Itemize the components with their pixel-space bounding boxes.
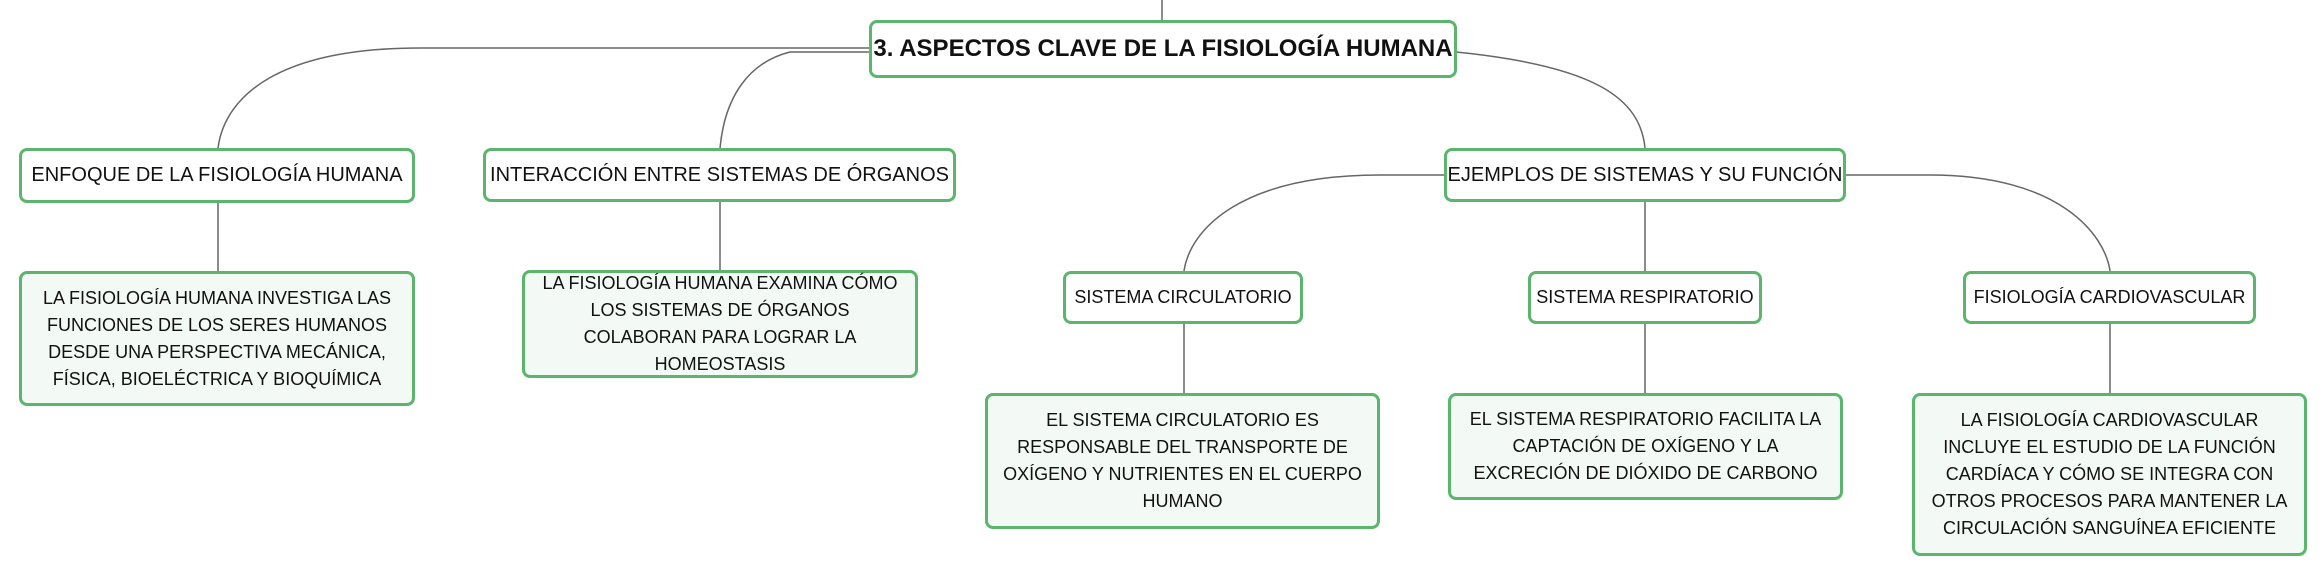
edge-ejemplos-to-circulatorio bbox=[1183, 174, 1445, 272]
fisiologia-cardiovascular-label: FISIOLOGÍA CARDIOVASCULAR bbox=[1973, 287, 2246, 307]
branch-interaccion-label: INTERACCIÓN ENTRE SISTEMAS DE ÓRGANOS bbox=[490, 163, 949, 186]
enfoque-detail-text: LA FISIOLOGÍA HUMANA INVESTIGA LAS FUNCI… bbox=[42, 287, 392, 389]
branch-enfoque-label: ENFOQUE DE LA FISIOLOGÍA HUMANA bbox=[31, 164, 403, 186]
branch-ejemplos-label: EJEMPLOS DE SISTEMAS Y SU FUNCIÓN bbox=[1447, 163, 1843, 186]
sistema-circulatorio-label: SISTEMA CIRCULATORIO bbox=[1074, 287, 1292, 307]
cardiovascular-detail-text: LA FISIOLOGÍA CARDIOVASCULAR INCLUYE EL … bbox=[1931, 410, 2288, 538]
node-fisiologia-cardiovascular[interactable]: FISIOLOGÍA CARDIOVASCULAR bbox=[1963, 271, 2256, 324]
interaccion-detail-text: LA FISIOLOGÍA HUMANA EXAMINA CÓMO LOS SI… bbox=[542, 273, 898, 374]
respiratorio-detail[interactable]: EL SISTEMA RESPIRATORIO FACILITA LA CAPT… bbox=[1448, 393, 1843, 500]
enfoque-detail[interactable]: LA FISIOLOGÍA HUMANA INVESTIGA LAS FUNCI… bbox=[19, 271, 415, 406]
respiratorio-detail-text: EL SISTEMA RESPIRATORIO FACILITA LA CAPT… bbox=[1469, 409, 1822, 483]
circulatorio-detail-text: EL SISTEMA CIRCULATORIO ES RESPONSABLE D… bbox=[1003, 410, 1362, 511]
sistema-respiratorio-label: SISTEMA RESPIRATORIO bbox=[1536, 287, 1754, 307]
edge-root-to-ejemplos bbox=[1455, 51, 1646, 149]
interaccion-detail[interactable]: LA FISIOLOGÍA HUMANA EXAMINA CÓMO LOS SI… bbox=[522, 270, 918, 378]
edge-ejemplos-to-cardiovascular bbox=[1845, 174, 2111, 272]
branch-enfoque[interactable]: ENFOQUE DE LA FISIOLOGÍA HUMANA bbox=[19, 148, 415, 203]
root-node[interactable]: 3. ASPECTOS CLAVE DE LA FISIOLOGÍA HUMAN… bbox=[869, 20, 1457, 78]
node-sistema-respiratorio[interactable]: SISTEMA RESPIRATORIO bbox=[1528, 271, 1762, 324]
branch-interaccion[interactable]: INTERACCIÓN ENTRE SISTEMAS DE ÓRGANOS bbox=[483, 148, 956, 202]
root-title: 3. ASPECTOS CLAVE DE LA FISIOLOGÍA HUMAN… bbox=[873, 35, 1453, 62]
circulatorio-detail[interactable]: EL SISTEMA CIRCULATORIO ES RESPONSABLE D… bbox=[985, 393, 1380, 529]
branch-ejemplos[interactable]: EJEMPLOS DE SISTEMAS Y SU FUNCIÓN bbox=[1444, 148, 1846, 202]
edge-root-to-enfoque bbox=[217, 47, 869, 149]
edge-root-to-interaccion bbox=[719, 51, 869, 149]
cardiovascular-detail[interactable]: LA FISIOLOGÍA CARDIOVASCULAR INCLUYE EL … bbox=[1912, 393, 2307, 556]
node-sistema-circulatorio[interactable]: SISTEMA CIRCULATORIO bbox=[1063, 271, 1303, 324]
